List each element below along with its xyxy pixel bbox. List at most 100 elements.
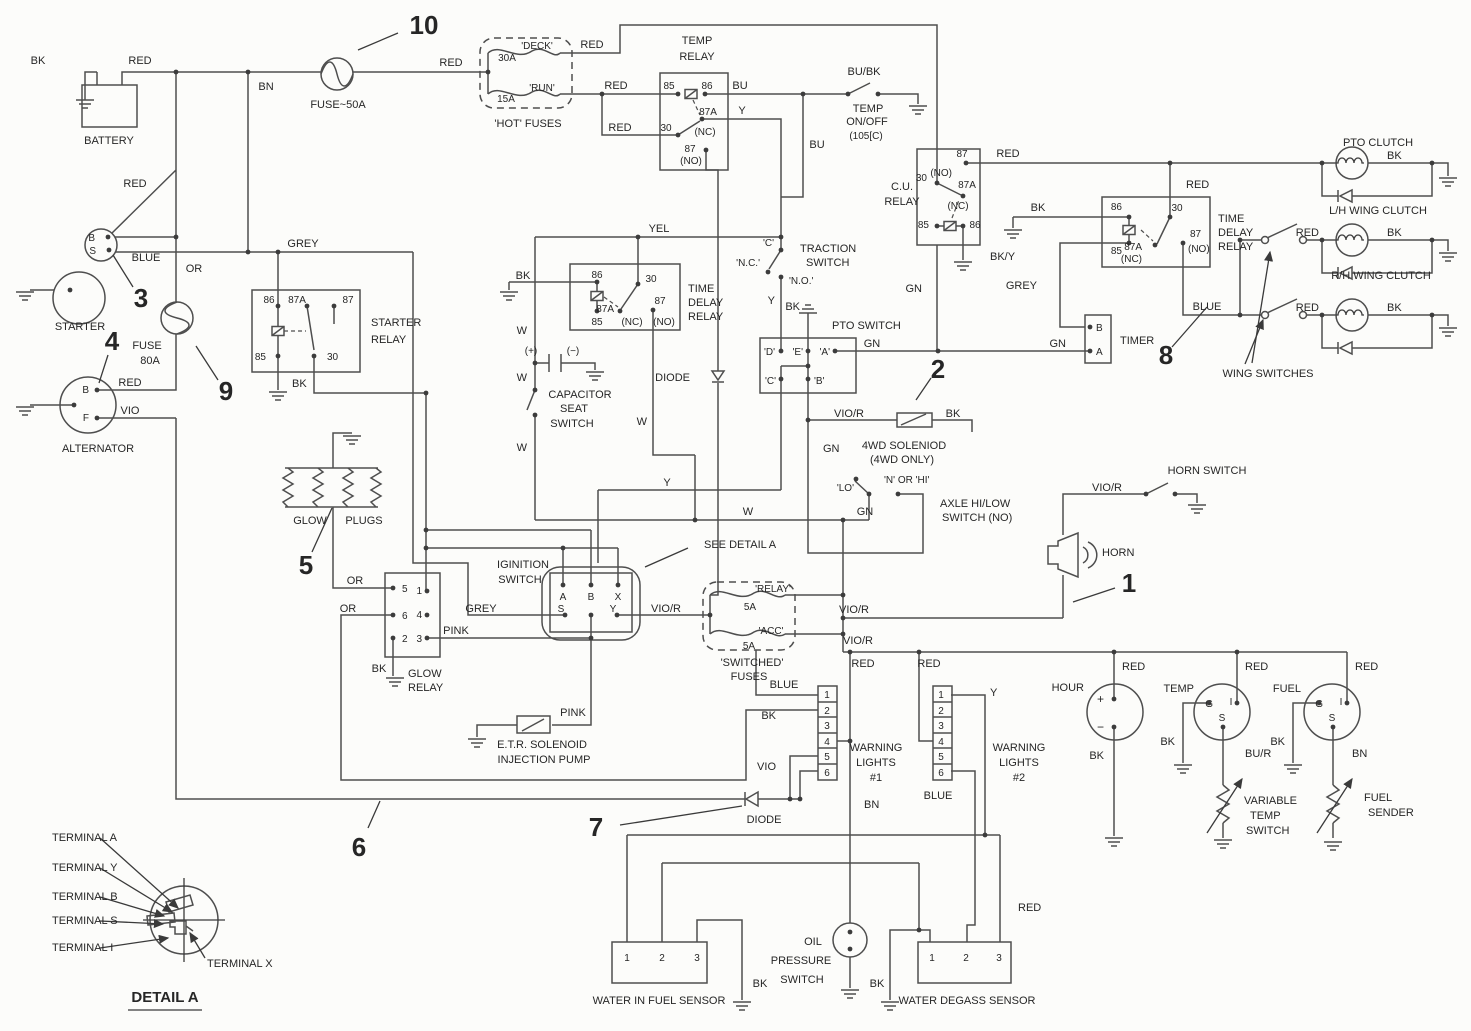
starter xyxy=(52,271,106,325)
label-f-15: F xyxy=(83,413,89,424)
label-hot-fuses-28: 'HOT' FUSES xyxy=(494,118,561,130)
label-4-13: 4 xyxy=(105,326,120,356)
label-red-218: RED xyxy=(1355,661,1378,673)
label-alternator-18: ALTERNATOR xyxy=(62,443,134,455)
label-2-103: 2 xyxy=(931,354,945,384)
label-blue-197: BLUE xyxy=(924,790,953,802)
label-variable-214: VARIABLE xyxy=(1244,795,1297,807)
label-6-245: 6 xyxy=(824,768,830,779)
label-bk-173: BK xyxy=(372,663,387,675)
label-switch-134: SWITCH xyxy=(550,418,593,430)
label-bk-184: BK xyxy=(761,710,776,722)
label-2-171: 2 xyxy=(402,634,408,645)
horn xyxy=(1047,531,1098,579)
label-relay-175: RELAY xyxy=(408,682,444,694)
pto-clutch xyxy=(1335,146,1369,180)
label-fuel-224: FUEL xyxy=(1364,792,1392,804)
label-bk-82: BK xyxy=(1387,150,1402,162)
label-sym-130: (−) xyxy=(567,346,580,357)
label-iginition-138: IGINITION xyxy=(497,559,549,571)
label-5-164: 5 xyxy=(299,550,313,580)
label-vio-183: VIO xyxy=(757,761,776,773)
label-x-142: X xyxy=(615,592,622,603)
label-red-31: RED xyxy=(608,122,631,134)
label-86-117: 86 xyxy=(591,270,603,281)
label-seat-133: SEAT xyxy=(560,403,588,415)
label-bk-222: BK xyxy=(1270,736,1285,748)
label-starter-9: STARTER xyxy=(55,321,105,333)
label-bk-105: BK xyxy=(946,408,961,420)
label-relay-147: 'RELAY' xyxy=(755,584,791,595)
label-relay-33: RELAY xyxy=(679,51,715,63)
label-87-122: 87 xyxy=(654,296,666,307)
label-bk-95: BK xyxy=(785,301,800,313)
label-w-116: W xyxy=(637,416,648,428)
label-30-118: 30 xyxy=(645,274,657,285)
label-c-100: 'C' xyxy=(765,376,776,387)
label-switched-151: 'SWITCHED' xyxy=(721,657,784,669)
label-detail-a-258: DETAIL A xyxy=(131,989,198,1006)
label-3-235: 3 xyxy=(694,953,700,964)
label-e-t-r-solenoid-178: E.T.R. SOLENOID xyxy=(497,739,587,751)
label-terminal-x-257: TERMINAL X xyxy=(207,958,273,970)
label-switch-no-112: SWITCH (NO) xyxy=(942,512,1012,524)
hot-fuses-box xyxy=(479,37,573,109)
junction-dots xyxy=(67,69,1435,952)
label-red-188: RED xyxy=(851,658,874,670)
label-relay-155: RELAY xyxy=(371,334,407,346)
label-nc-38: (NC) xyxy=(694,127,715,138)
label-a-99: 'A' xyxy=(820,347,831,358)
label-fuse-50a-22: FUSE~50A xyxy=(310,99,366,111)
fuel-sender xyxy=(1316,777,1353,834)
label-3-172: 3 xyxy=(416,634,422,645)
label-hour-202: HOUR xyxy=(1052,682,1084,694)
label-4wd-soleniod-106: 4WD SOLENIOD xyxy=(862,440,946,452)
label-switch-216: SWITCH xyxy=(1246,825,1289,837)
label-red-3: RED xyxy=(123,178,146,190)
label-blue-78: BLUE xyxy=(1193,301,1222,313)
label-injection-pump-179: INJECTION PUMP xyxy=(498,754,591,766)
label-terminal-i-256: TERMINAL I xyxy=(52,942,113,954)
label-5-250: 5 xyxy=(938,752,944,763)
label-lo-109: 'LO' xyxy=(837,483,854,494)
label-y-144: Y xyxy=(610,604,617,615)
label-4wd-only-107: (4WD ONLY) xyxy=(870,454,934,466)
label-bu-bk-43: BU/BK xyxy=(847,66,881,78)
label-w-128: W xyxy=(517,325,528,337)
mid-diode xyxy=(710,370,726,383)
label-7-181: 7 xyxy=(589,812,603,842)
label-bk-87: BK xyxy=(1387,302,1402,314)
label-y-115: Y xyxy=(663,477,671,489)
label-87a-157: 87A xyxy=(288,295,306,306)
label-horn-200: HORN xyxy=(1102,547,1134,559)
label-87-67: 87 xyxy=(1190,229,1202,240)
label-bk-y-58: BK/Y xyxy=(990,251,1016,263)
label-1-233: 1 xyxy=(624,953,630,964)
label-s-5: S xyxy=(89,246,96,257)
fuse-80a xyxy=(160,301,194,335)
timer-box xyxy=(1084,314,1112,364)
label-w-113: W xyxy=(743,506,754,518)
label-starter-154: STARTER xyxy=(371,317,421,329)
4wd-solenoid xyxy=(896,412,933,428)
label-red-60: RED xyxy=(996,148,1019,160)
label-glow-162: GLOW xyxy=(293,515,327,527)
label-deck-24: 'DECK' xyxy=(521,41,553,52)
label-1-236: 1 xyxy=(929,953,935,964)
label-no-53: (NO) xyxy=(930,168,952,179)
temp-relay-box xyxy=(659,72,729,171)
label-terminal-y-253: TERMINAL Y xyxy=(52,862,118,874)
label-#1-187: #1 xyxy=(870,772,882,784)
label-lights-194: LIGHTS xyxy=(999,757,1039,769)
glow-relay-box xyxy=(384,572,441,658)
label-sym-205: − xyxy=(1097,720,1104,734)
label-pto-clutch-81: PTO CLUTCH xyxy=(1343,137,1413,149)
label-switch-228: SWITCH xyxy=(780,974,823,986)
warning-lights-1-connector xyxy=(817,685,838,781)
label-86-62: 86 xyxy=(1111,202,1123,213)
label-on-off-45: ON/OFF xyxy=(846,116,888,128)
fuel-gauge xyxy=(1303,683,1361,741)
label-gn-102: GN xyxy=(864,338,881,350)
